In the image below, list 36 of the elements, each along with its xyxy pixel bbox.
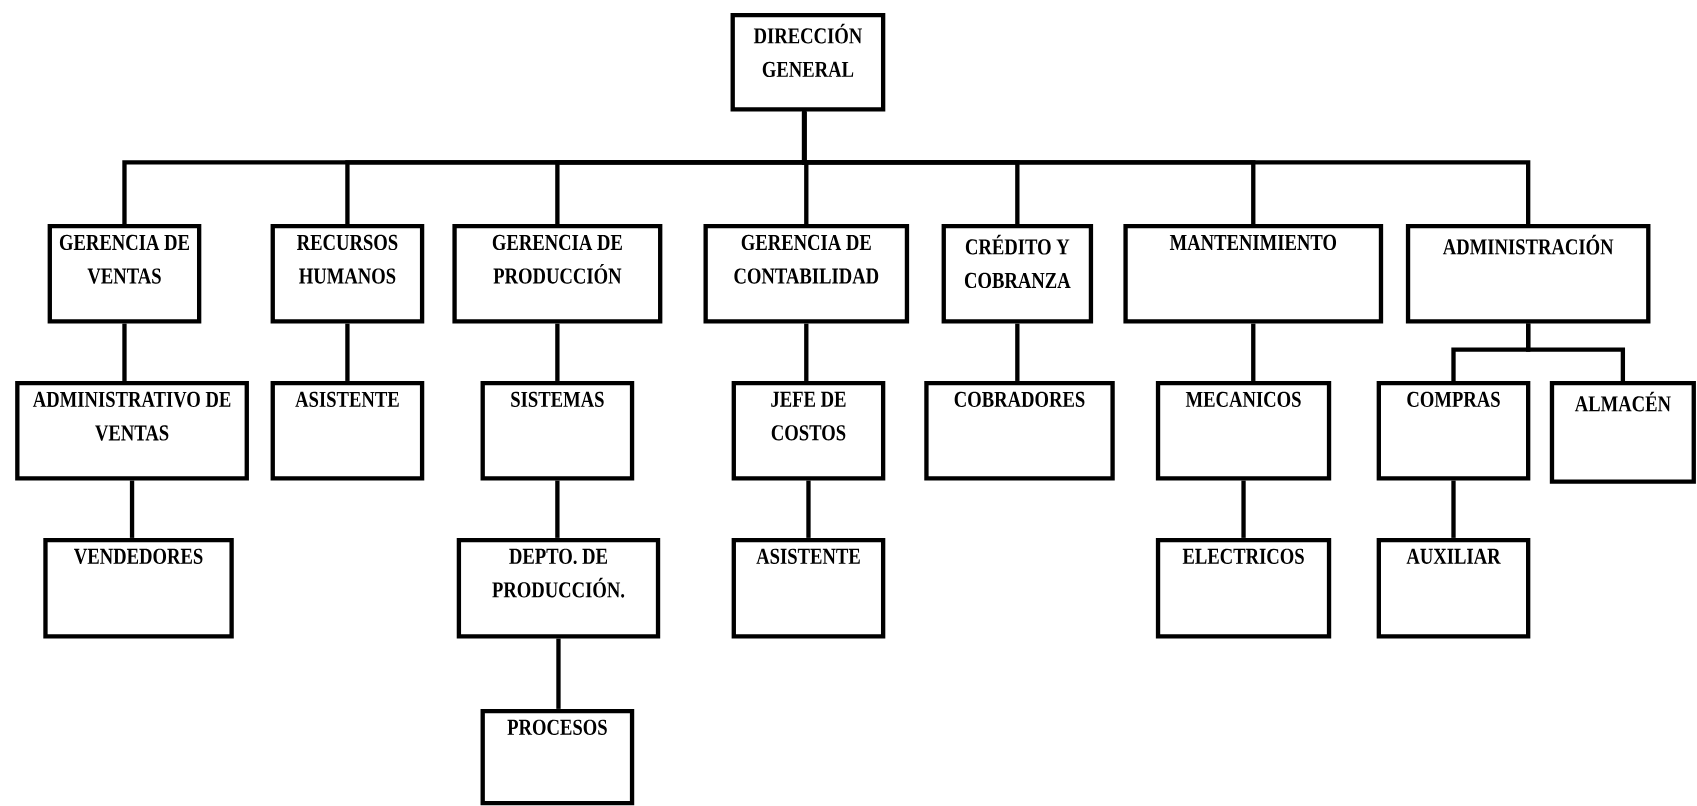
org-box: ELECTRICOS [1155, 537, 1332, 639]
connector-line [1526, 323, 1626, 381]
org-box: JEFE DE COSTOS [731, 380, 886, 481]
connector-line [1251, 323, 1256, 381]
connector-line [555, 323, 560, 381]
connector-line [345, 323, 350, 381]
connector-line [1451, 480, 1456, 538]
connector-line [555, 480, 560, 538]
org-box: ASISTENTE [731, 537, 886, 639]
org-box: MANTENIMIENTO [1123, 223, 1384, 324]
org-box: PROCESOS [480, 708, 635, 806]
connector-line [804, 323, 809, 381]
connector-line [801, 111, 1531, 224]
org-box: ADMINISTRATIVO DE VENTAS [15, 380, 249, 481]
org-box: COBRADORES [924, 380, 1115, 481]
org-box: COMPRAS [1376, 380, 1531, 481]
org-box: GERENCIA DE VENTAS [47, 223, 202, 324]
org-box: CRÉDITO Y COBRANZA [941, 223, 1094, 324]
connector-line [129, 480, 135, 538]
org-box: DIRECCIÓN GENERAL [730, 12, 886, 112]
org-box: GERENCIA DE CONTABILIDAD [703, 223, 910, 324]
org-box: ALMACÉN [1549, 380, 1696, 484]
org-box: RECURSOS HUMANOS [270, 223, 425, 324]
org-box: VENDEDORES [43, 537, 234, 639]
connector-line [122, 323, 127, 381]
org-box: MECANICOS [1155, 380, 1332, 481]
org-box: DEPTO. DE PRODUCCIÓN. [456, 537, 661, 639]
org-box: GERENCIA DE PRODUCCIÓN [452, 223, 663, 324]
connector-line [1015, 323, 1020, 381]
connector-line [806, 480, 811, 538]
connector-line [1241, 480, 1246, 538]
org-box: ASISTENTE [270, 380, 425, 481]
org-box: AUXILIAR [1376, 537, 1531, 639]
org-box: ADMINISTRACIÓN [1405, 223, 1651, 324]
connector-line [556, 638, 561, 709]
org-box: SISTEMAS [480, 380, 635, 481]
